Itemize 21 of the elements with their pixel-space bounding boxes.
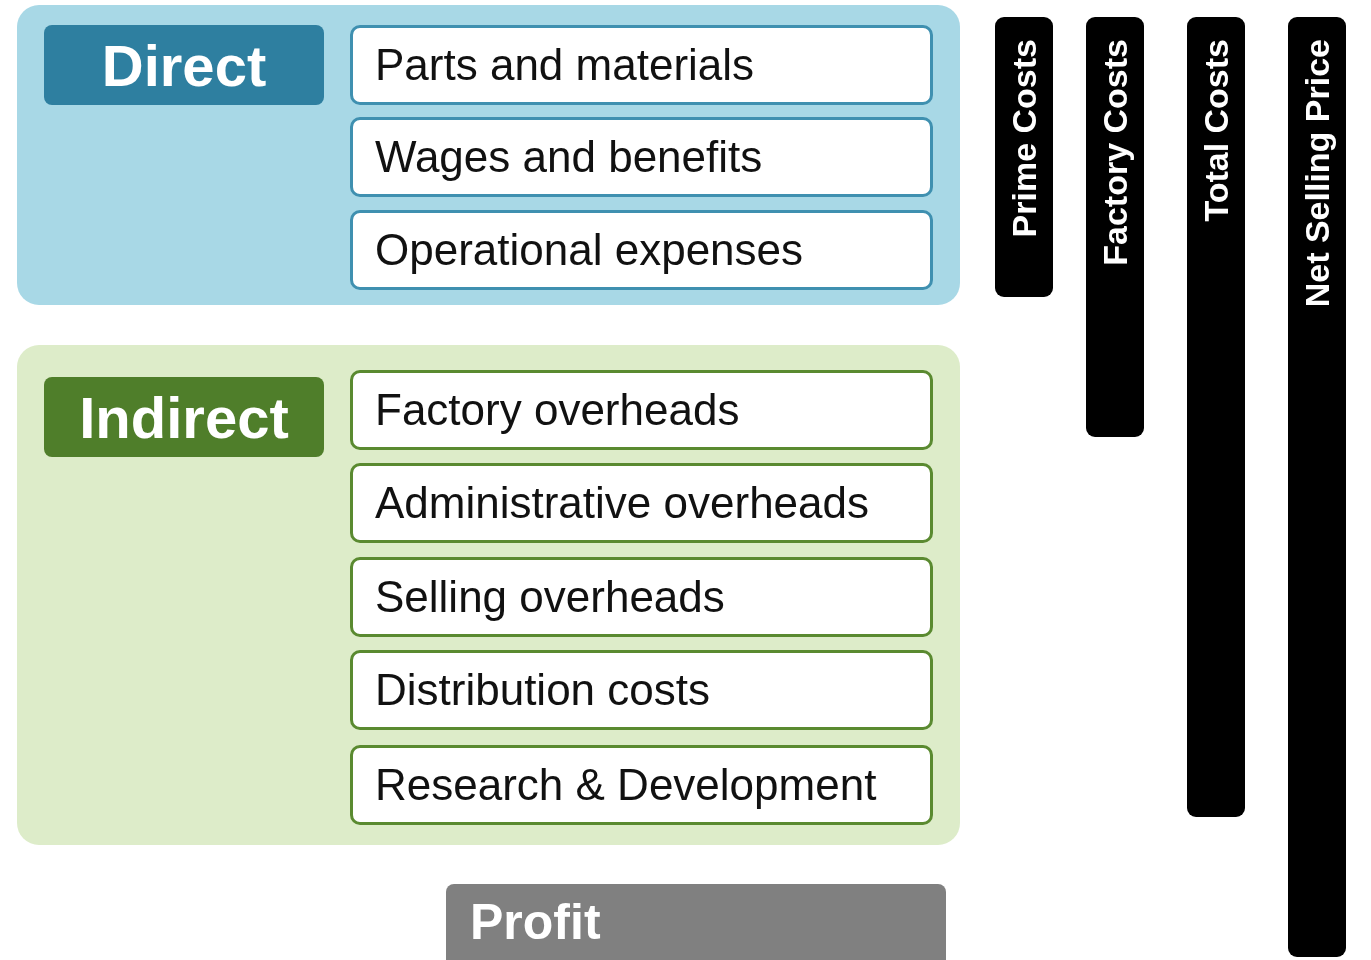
cost-item-box: Factory overheads xyxy=(350,370,933,450)
cost-bar xyxy=(1187,17,1245,817)
cost-item-box: Wages and benefits xyxy=(350,117,933,197)
cost-bar xyxy=(995,17,1053,297)
cost-item-box: Operational expenses xyxy=(350,210,933,290)
cost-item-box: Research & Development xyxy=(350,745,933,825)
cost-item-box: Selling overheads xyxy=(350,557,933,637)
category-label: Indirect xyxy=(44,377,324,457)
bar-label: Prime Costs xyxy=(1004,39,1044,238)
bar-label: Factory Costs xyxy=(1095,39,1135,266)
group-panel xyxy=(17,345,960,845)
bar-label: Net Selling Price xyxy=(1297,39,1337,308)
cost-item-box: Parts and materials xyxy=(350,25,933,105)
cost-bar xyxy=(1288,17,1346,957)
bar-label: Total Costs xyxy=(1196,39,1236,222)
category-label: Direct xyxy=(44,25,324,105)
cost-bar xyxy=(1086,17,1144,437)
cost-item-box: Administrative overheads xyxy=(350,463,933,543)
group-panel xyxy=(17,5,960,305)
cost-item-box: Distribution costs xyxy=(350,650,933,730)
profit-bar: Profit xyxy=(446,884,946,960)
